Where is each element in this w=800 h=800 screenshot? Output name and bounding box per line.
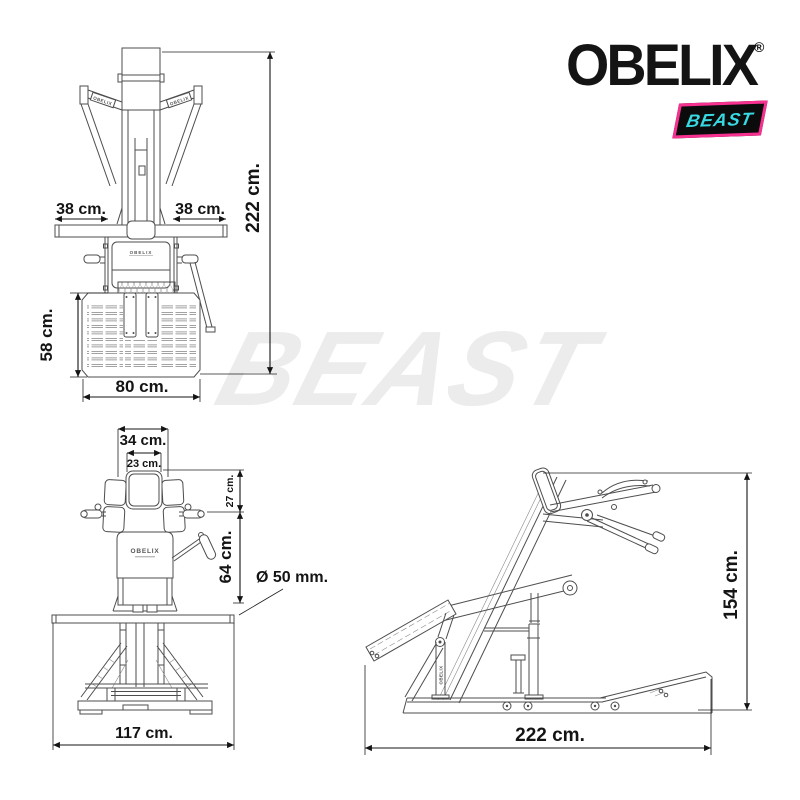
side-base [402, 697, 712, 714]
rear-crosshatch [117, 281, 176, 295]
rear-handle-right [177, 254, 199, 264]
side-carriage [531, 467, 666, 555]
side-handles [586, 514, 666, 555]
side-front-post: OBELIX [404, 642, 450, 702]
rear-center-pad [126, 220, 156, 240]
rear-back-pad: OBELIX [111, 241, 171, 289]
front-machine: OBELIX [51, 470, 235, 715]
side-dimensions: 154 cm. 222 cm. [364, 472, 752, 755]
front-handle-right [179, 503, 205, 519]
pad-label: OBELIX [130, 250, 153, 255]
dim-rear-bar-left: 38 cm. [56, 201, 106, 218]
dim-rear-platform-height: 58 cm. [37, 309, 56, 362]
rear-tower [116, 47, 166, 225]
dim-front-bar-diameter: Ø 50 mm. [256, 569, 328, 586]
dim-front-base-width: 117 cm. [115, 725, 173, 742]
side-weight-plate-arm [365, 599, 457, 662]
front-lower-frame [77, 623, 213, 715]
post-label: OBELIX [439, 665, 444, 684]
dim-rear-platform-width: 80 cm. [116, 377, 169, 396]
dim-front-pad-width: 23 cm. [127, 458, 161, 470]
side-view-drawing: OBELIX [364, 467, 752, 755]
dim-side-height: 154 cm. [721, 550, 742, 620]
front-shoulder-pads [102, 479, 186, 533]
arm-label-right: OBELIX [169, 95, 189, 106]
dim-rear-bar-right: 38 cm. [175, 201, 225, 218]
front-weight-bar [51, 614, 235, 624]
side-support-column [484, 593, 544, 700]
beast-badge: BEAST [672, 100, 768, 139]
dim-rear-total-height: 222 cm. [243, 163, 264, 233]
rear-machine: OBELIX OBELIX [54, 47, 228, 378]
front-head-pad [125, 470, 163, 510]
front-torso: OBELIX [112, 531, 178, 613]
side-roller [562, 580, 578, 596]
rear-support-diagonal [189, 261, 216, 333]
brand-logo: OBELIX ® BEAST [560, 37, 770, 142]
front-dimensions: 34 cm. 23 cm. 27 cm. 64 cm. Ø 50 mm. 117… [52, 425, 328, 750]
front-handle-left [80, 503, 106, 519]
dim-front-outer-width: 34 cm. [120, 432, 167, 449]
beast-badge-text: BEAST [684, 108, 756, 131]
rear-handle-left [83, 254, 105, 264]
rear-arm-right: OBELIX [159, 85, 203, 187]
registered-mark: ® [754, 39, 765, 55]
rear-pad-frame [103, 237, 179, 296]
dim-front-column-height: 64 cm. [216, 531, 235, 584]
torso-label: OBELIX [131, 548, 160, 555]
side-machine: OBELIX [365, 467, 713, 714]
front-view-drawing: OBELIX 34 cm. [51, 425, 328, 750]
rear-view-drawing: OBELIX OBELIX [37, 47, 277, 402]
front-crank-handle [171, 532, 217, 562]
side-foot-ramp [599, 671, 713, 713]
rear-foot-platform [81, 292, 201, 378]
arm-label-left: OBELIX [93, 95, 113, 106]
rear-dimensions: 38 cm. 38 cm. 222 cm. 58 cm. 80 cm. [37, 51, 277, 402]
dim-front-pad-height: 27 cm. [224, 475, 236, 508]
dim-side-length: 222 cm. [515, 725, 585, 746]
obelix-logo-text: OBELIX [566, 33, 759, 98]
rear-arm-left: OBELIX [79, 85, 123, 187]
